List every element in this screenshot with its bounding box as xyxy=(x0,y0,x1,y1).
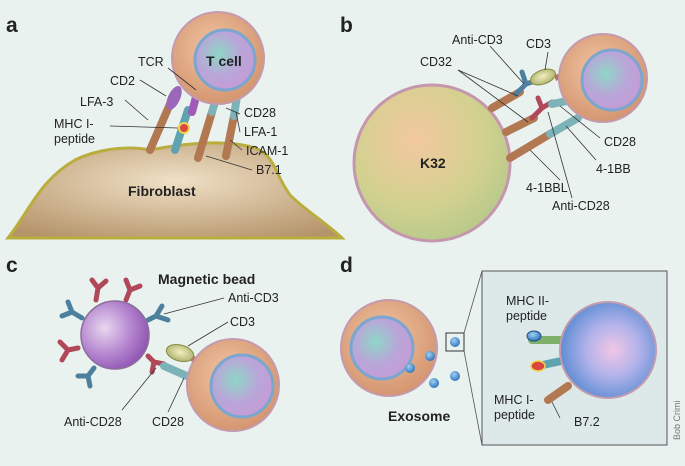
anti-cd3-antibody-c xyxy=(145,303,171,323)
label-cd28-b: CD28 xyxy=(604,135,636,149)
panel-a-letter: a xyxy=(6,14,18,37)
label-mhc1-line2: peptide xyxy=(494,408,535,422)
label-cd3-b: CD3 xyxy=(526,37,551,51)
label-anti-cd28-c: Anti-CD28 xyxy=(64,415,122,429)
label-anti-cd28-b: Anti-CD28 xyxy=(552,199,610,213)
label-cd28-a: CD28 xyxy=(244,106,276,120)
t-cell-c-nucleus xyxy=(209,353,275,419)
label-anti-cd3-c: Anti-CD3 xyxy=(228,291,279,305)
magnetic-bead-label: Magnetic bead xyxy=(158,271,255,287)
cd2-receptor xyxy=(166,85,182,111)
panel-b-letter: b xyxy=(340,14,353,37)
illustrator-credit: Bob Crimi xyxy=(672,400,682,440)
panel-d: d Exosome MHC II- peptide MHC I- peptide… xyxy=(340,254,668,446)
mhc1-peptide xyxy=(530,360,546,372)
magnetic-bead xyxy=(80,300,150,370)
label-cd3-c: CD3 xyxy=(230,315,255,329)
t-cell-b-nucleus xyxy=(580,48,644,112)
label-cd2: CD2 xyxy=(110,74,135,88)
label-cd28-c: CD28 xyxy=(152,415,184,429)
label-mhc-line2: peptide xyxy=(54,132,95,146)
label-icam1: ICAM-1 xyxy=(246,144,288,158)
zoom-marker xyxy=(445,332,465,352)
label-41bb: 4-1BB xyxy=(596,162,631,176)
label-cd32: CD32 xyxy=(420,55,452,69)
label-b72: B7.2 xyxy=(574,415,600,429)
mhc2-peptide xyxy=(526,330,542,342)
cd32-stalk-2 xyxy=(502,114,538,136)
label-lfa3: LFA-3 xyxy=(80,95,113,109)
exosome-label: Exosome xyxy=(388,408,450,424)
lfa3-stalk xyxy=(146,100,174,154)
exosome-4 xyxy=(450,371,460,381)
label-mhc-line1: MHC I- xyxy=(54,117,94,131)
label-mhc2-line2: peptide xyxy=(506,309,547,323)
panel-a: a Fibroblast T cell TCR CD xyxy=(4,11,346,240)
k32-cell xyxy=(352,83,512,243)
label-lfa1: LFA-1 xyxy=(244,125,277,139)
panel-c: c Magnetic bead Anti-CD3 CD3 Anti-CD28 xyxy=(6,254,280,432)
panel-d-letter: d xyxy=(340,254,353,277)
label-mhc2-line1: MHC II- xyxy=(506,294,549,308)
fibroblast-label: Fibroblast xyxy=(128,183,196,199)
b41bb-stalk xyxy=(546,114,582,138)
label-41bbl: 4-1BBL xyxy=(526,181,568,195)
exosome-enlarged xyxy=(559,301,657,399)
exosome-zoom-source xyxy=(450,337,460,347)
label-b71: B7.1 xyxy=(256,163,282,177)
b71-stalk xyxy=(194,108,216,162)
label-mhc1-line1: MHC I- xyxy=(494,393,534,407)
cd3-receptor-b xyxy=(530,68,556,86)
t-cell-nucleus xyxy=(193,28,257,92)
exosome-2 xyxy=(405,363,415,373)
panel-c-letter: c xyxy=(6,254,18,277)
bead-antibodies xyxy=(57,277,171,389)
apc-nucleus xyxy=(349,315,415,381)
exosome-1 xyxy=(425,351,435,361)
label-anti-cd3-b: Anti-CD3 xyxy=(452,33,503,47)
icam1-stalk xyxy=(222,112,238,160)
b72-stalk xyxy=(544,382,572,404)
t-cell-label: T cell xyxy=(206,53,242,69)
label-tcr: TCR xyxy=(138,55,164,69)
peptide-dot xyxy=(178,122,190,134)
b41bbl-stalk xyxy=(506,130,554,162)
panel-b: b K32 Anti-CD3 CD3 CD32 xyxy=(340,14,648,243)
exosome-3 xyxy=(429,378,439,388)
k32-label: K32 xyxy=(420,155,446,171)
